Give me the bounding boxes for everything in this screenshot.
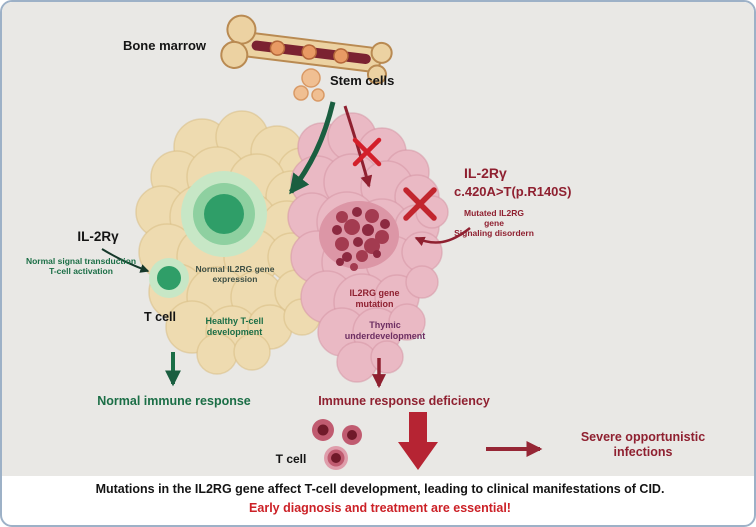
t-cell-left-label: T cell [144, 310, 176, 324]
mutated-cell-cluster [319, 201, 399, 271]
immune-deficiency-label: Immune response deficiency [318, 394, 490, 408]
arrow-mutation-text-to-thymus [414, 227, 471, 247]
stem-cells-label: Stem cells [330, 73, 395, 88]
arrow-stem-to-normal-thymus [289, 101, 336, 195]
bone-marrow-label: Bone marrow [122, 38, 207, 53]
normal-signal-text: Normal signal transduction T-cell activa… [25, 256, 137, 277]
il2rg-left-label: IL-2Rγ [77, 229, 119, 244]
il2rg-right-label: IL-2Rγ [464, 165, 507, 181]
stem-cells-icon [293, 68, 325, 102]
gene-expression-text: Normal IL2RG gene expression [195, 264, 275, 285]
thymic-underdevelopment-text: Thymic underdevelopment [344, 320, 426, 341]
healthy-t-cell-small [149, 258, 189, 298]
normal-immune-response-label: Normal immune response [97, 394, 251, 408]
x-mark-large [403, 187, 437, 221]
healthy-development-text: Healthy T-cell development [205, 316, 264, 337]
footer-conclusion-text: Mutations in the IL2RG gene affect T-cel… [95, 482, 665, 496]
mutated-gene-text: Mutated IL2RG gene Signaling disordern [454, 208, 534, 239]
gene-mutation-text: IL2RG gene mutation [349, 288, 400, 309]
mutation-variant-label: c.420A>T(p.R140S) [454, 184, 572, 199]
arrow-il2rg-to-cell [101, 248, 150, 273]
bone-icon [220, 14, 393, 85]
healthy-t-cell-large [181, 171, 267, 257]
x-mark-small [352, 137, 382, 167]
arrow-big-down [398, 412, 438, 470]
arrow-stem-to-mutated-thymus [343, 105, 373, 188]
t-cell-bottom-label: T cell [275, 452, 307, 466]
severe-infections-label: Severe opportunistic infections [580, 430, 706, 459]
t-cells-icon [312, 419, 362, 470]
footer-emphasis-text: Early diagnosis and treatment are essent… [249, 501, 511, 515]
